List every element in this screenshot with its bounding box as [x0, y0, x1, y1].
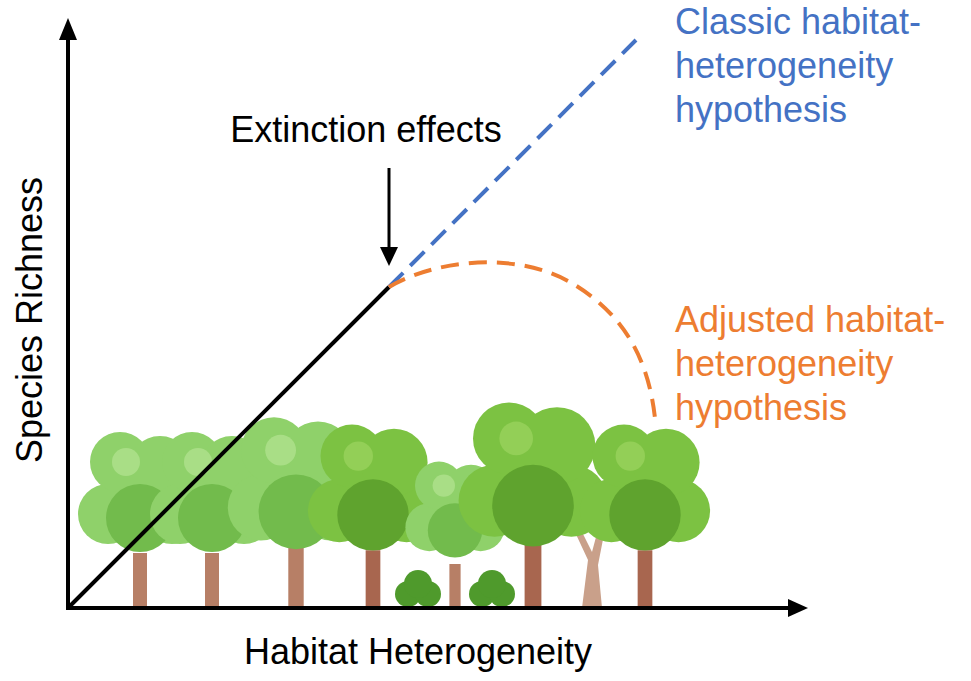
observed-trend-line	[68, 287, 389, 608]
y-axis	[66, 36, 70, 610]
tree-highlight	[616, 441, 645, 470]
y-axis-title: Species Richness	[8, 177, 52, 463]
y-axis-arrowhead	[59, 18, 77, 40]
x-axis-title: Habitat Heterogeneity	[244, 630, 592, 674]
tree-highlight	[112, 448, 140, 476]
tree-highlight	[433, 474, 455, 496]
tree-trunk	[366, 550, 381, 608]
extinction-arrowhead	[380, 247, 398, 266]
classic-curve	[389, 40, 636, 287]
tree-canopy	[337, 479, 408, 550]
x-axis-arrowhead	[788, 599, 808, 617]
tree	[580, 425, 710, 608]
adjusted-hypothesis-label: Adjusted habitat-heterogeneity hypothesi…	[675, 298, 965, 430]
tree-canopy	[609, 479, 680, 550]
callout-label: Extinction effects	[230, 108, 501, 152]
tree-highlight	[265, 435, 296, 466]
x-axis	[66, 606, 790, 610]
adjusted-curve	[389, 262, 655, 418]
tree-trunk	[525, 542, 542, 608]
classic-hypothesis-label: Classic habitat-heterogeneity hypothesis	[675, 0, 965, 132]
tree-trunk	[288, 548, 303, 609]
tree-trunk	[449, 564, 460, 608]
tree-trunk	[205, 553, 219, 608]
bush-leaf	[478, 570, 506, 598]
bush	[395, 570, 441, 607]
tree-highlight	[344, 441, 373, 470]
tree-trunk	[638, 550, 653, 608]
tree-highlight	[499, 422, 533, 456]
tree-highlight	[184, 448, 212, 476]
extinction-arrow	[388, 168, 391, 250]
tree-trunk	[133, 553, 147, 608]
bush	[469, 570, 515, 607]
bush-leaf	[404, 570, 432, 598]
tree-canopy	[492, 465, 574, 547]
